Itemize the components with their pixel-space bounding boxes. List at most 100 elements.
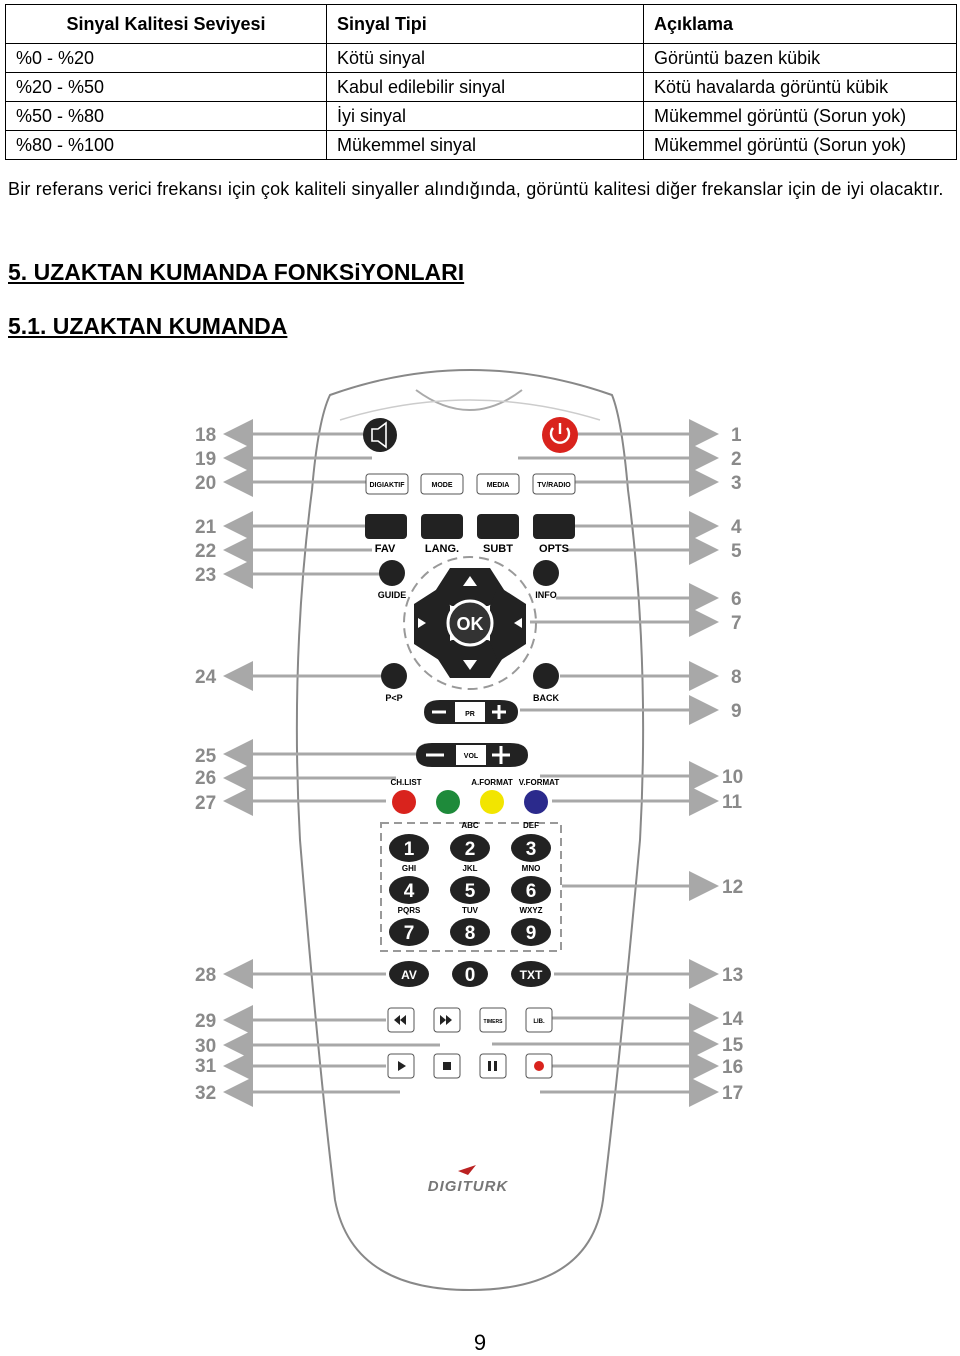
callout-number: 31	[195, 1056, 217, 1077]
fav-label: FAV	[375, 543, 396, 555]
top-function-row: DIGIAKTIF MODE MEDIA TV/RADIO	[365, 473, 576, 495]
callout-number: 21	[195, 517, 217, 538]
chlist-label: CH.LIST	[390, 778, 421, 787]
wxyz-label: WXYZ	[519, 906, 542, 915]
cell-description: Görüntü bazen kübik	[643, 43, 957, 73]
subt-label: SUBT	[483, 543, 513, 555]
mode-button[interactable]	[420, 473, 464, 495]
rewind-icon	[394, 1015, 406, 1025]
mute-button[interactable]	[363, 418, 397, 452]
callout-number: 19	[195, 449, 216, 470]
tvradio-button[interactable]	[532, 473, 576, 495]
pause-button[interactable]	[479, 1053, 507, 1079]
callout-number: 16	[722, 1057, 743, 1078]
pause-icon	[488, 1061, 491, 1071]
table-row: %0 - %20 Kötü sinyal Görüntü bazen kübik	[5, 43, 957, 73]
ghi-label: GHI	[402, 864, 416, 873]
header-type: Sinyal Tipi	[326, 4, 644, 44]
digit-8-button[interactable]	[450, 918, 490, 946]
ok-button[interactable]	[446, 599, 494, 647]
cell-description: Kötü havalarda görüntü kübik	[643, 72, 957, 102]
digit-label: 2	[465, 839, 476, 860]
fav-button[interactable]	[365, 514, 407, 539]
nav-right-button[interactable]	[490, 586, 526, 662]
lib-label: LIB.	[533, 1019, 545, 1025]
tuv-label: TUV	[462, 906, 479, 915]
info-label: INFO	[535, 590, 557, 600]
blue-button[interactable]	[524, 790, 548, 814]
digit-5-button[interactable]	[450, 876, 490, 904]
signal-quality-table: Sinyal Kalitesi Seviyesi Sinyal Tipi Açı…	[5, 4, 957, 160]
mode-label: MODE	[432, 482, 453, 489]
nav-down-button[interactable]	[432, 640, 508, 678]
tvradio-label: TV/RADIO	[537, 482, 571, 489]
arrow-down-icon	[463, 660, 477, 670]
digit-label: 7	[404, 923, 415, 944]
nav-left-button[interactable]	[414, 586, 450, 662]
digit-label: 4	[404, 881, 415, 902]
cell-description: Mükemmel görüntü (Sorun yok)	[643, 130, 957, 160]
info-button[interactable]	[533, 560, 559, 586]
library-button[interactable]	[525, 1007, 553, 1033]
digit-2-button[interactable]	[450, 834, 490, 862]
page-number: 9	[473, 1330, 487, 1355]
av-button[interactable]	[389, 961, 429, 987]
av-label: AV	[401, 968, 417, 982]
lang-button[interactable]	[421, 514, 463, 539]
vol-label: VOL	[464, 753, 479, 760]
digit-label: 6	[526, 881, 537, 902]
subt-button[interactable]	[477, 514, 519, 539]
program-rocker[interactable]: PR	[424, 700, 518, 724]
digit-7-button[interactable]	[389, 918, 429, 946]
digit-9-button[interactable]	[511, 918, 551, 946]
nav-up-button[interactable]	[432, 568, 508, 606]
power-button[interactable]	[542, 417, 578, 453]
digiaktif-label: DIGIAKTIF	[370, 482, 406, 489]
callout-number: 15	[722, 1035, 744, 1056]
red-button[interactable]	[392, 790, 416, 814]
left-callout-numbers: 18 19 20 21 22 23 24 25 26 27 28 29 30 3…	[195, 425, 217, 1104]
cell-type: İyi sinyal	[326, 101, 644, 131]
media-button[interactable]	[476, 473, 520, 495]
callout-number: 24	[195, 667, 217, 688]
pqrs-label: PQRS	[398, 906, 421, 915]
ok-label: OK	[457, 614, 484, 634]
callout-number: 29	[195, 1011, 216, 1032]
transport-row-2	[387, 1053, 553, 1079]
yellow-button[interactable]	[480, 790, 504, 814]
digit-label: 9	[526, 923, 537, 944]
digiaktif-button[interactable]	[365, 473, 409, 495]
timers-button[interactable]	[479, 1007, 507, 1033]
header-description: Açıklama	[643, 4, 957, 44]
callout-number: 30	[195, 1036, 216, 1057]
digit-1-button[interactable]	[389, 834, 429, 862]
brand-text: DIGITURK	[428, 1178, 509, 1195]
mute-icon	[371, 421, 387, 449]
back-button[interactable]	[533, 663, 559, 689]
txt-button[interactable]	[511, 961, 551, 987]
digit-6-button[interactable]	[511, 876, 551, 904]
fast-forward-icon	[440, 1015, 452, 1025]
digit-0-button[interactable]	[452, 961, 488, 987]
digit-4-button[interactable]	[389, 876, 429, 904]
volume-rocker[interactable]: VOL	[416, 743, 528, 767]
guide-button[interactable]	[379, 560, 405, 586]
navigation-pad: OK	[403, 556, 537, 690]
callout-number: 1	[731, 425, 742, 446]
table-row: %80 - %100 Mükemmel sinyal Mükemmel görü…	[5, 130, 957, 160]
green-button[interactable]	[436, 790, 460, 814]
callout-number: 7	[731, 613, 742, 634]
opts-button[interactable]	[533, 514, 575, 539]
record-icon	[534, 1061, 544, 1071]
callout-number: 32	[195, 1083, 216, 1104]
header-level: Sinyal Kalitesi Seviyesi	[5, 4, 327, 44]
vformat-label: V.FORMAT	[519, 778, 560, 787]
callout-number: 18	[195, 425, 216, 446]
digit-label: 0	[465, 965, 476, 986]
callout-number: 20	[195, 473, 216, 494]
digit-3-button[interactable]	[511, 834, 551, 862]
numeric-keypad: ABC DEF 1 2 3 GHI JKL MNO 4 5 6 PQRS TUV…	[380, 821, 562, 952]
callout-number: 6	[731, 589, 742, 610]
pip-button[interactable]	[381, 663, 407, 689]
callout-number: 8	[731, 667, 742, 688]
